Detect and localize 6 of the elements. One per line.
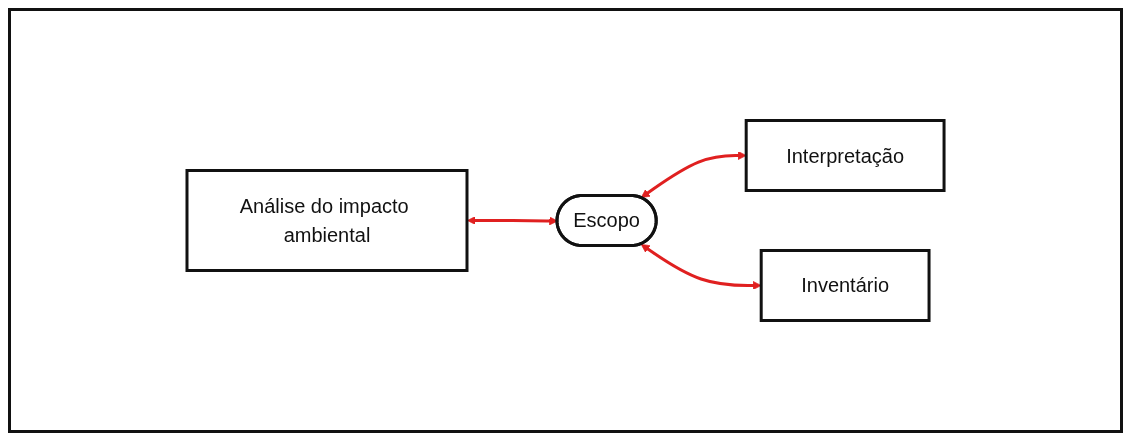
arrow: [466, 216, 558, 226]
arrow: [640, 244, 762, 290]
arrow: [640, 151, 747, 198]
node-box: Análise do impacto ambiental: [185, 169, 469, 272]
node-box: Inventário: [759, 249, 931, 322]
node-box: Interpretação: [744, 119, 946, 192]
